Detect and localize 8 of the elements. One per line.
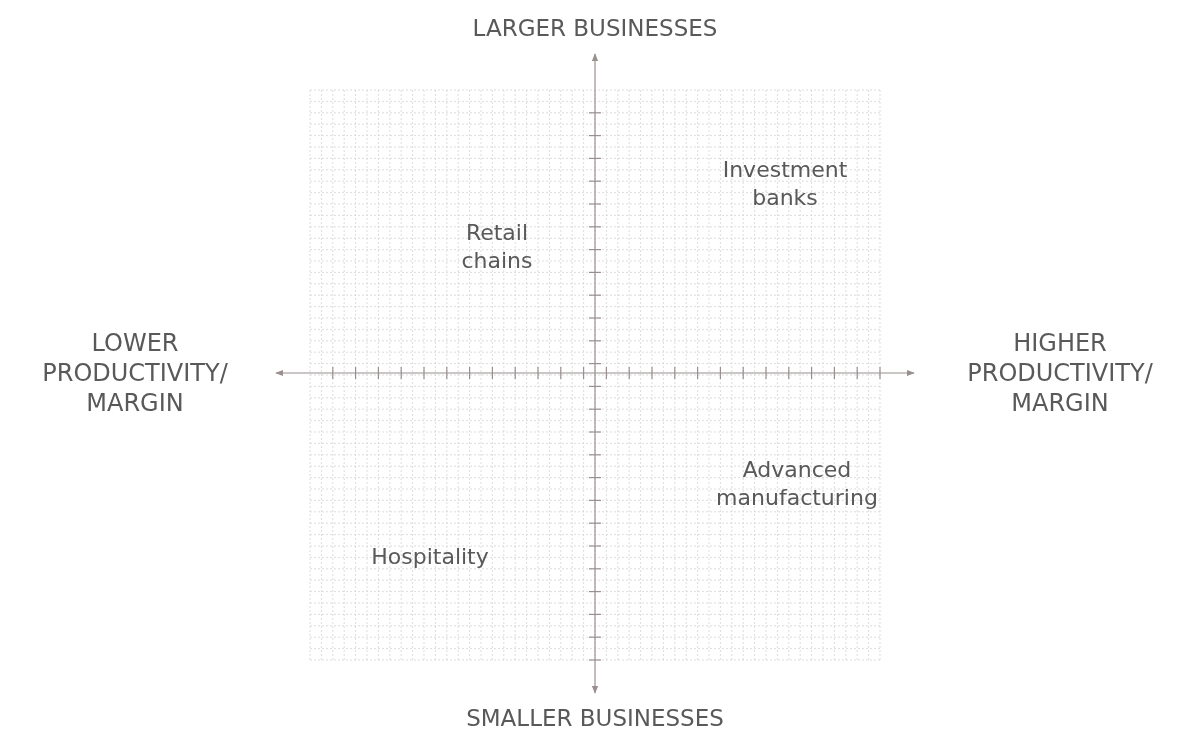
axis-label: HIGHER PRODUCTIVITY/ MARGIN — [966, 328, 1154, 418]
axis-label: LARGER BUSINESSES — [471, 13, 719, 43]
quadrant-label: Hospitality — [370, 543, 490, 571]
axis-label: LOWER PRODUCTIVITY/ MARGIN — [41, 328, 229, 418]
axis-label: SMALLER BUSINESSES — [465, 703, 725, 733]
quadrant-label: Advanced manufacturing — [715, 455, 879, 511]
quadrant-label: Retail chains — [460, 218, 534, 274]
quadrant-label: Investment banks — [721, 155, 849, 211]
